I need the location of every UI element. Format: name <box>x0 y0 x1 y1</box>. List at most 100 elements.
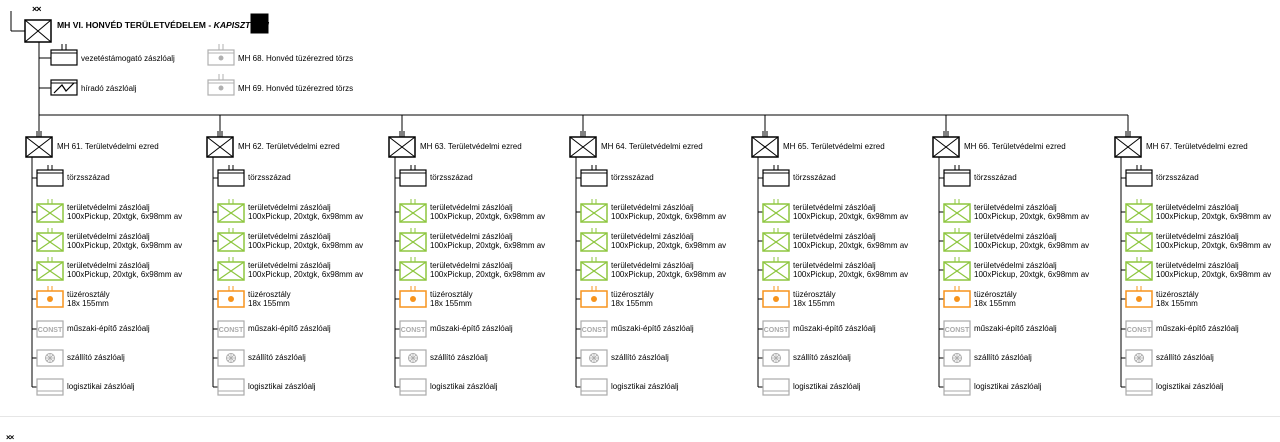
infantry-battalion-symbol-cross <box>399 261 427 281</box>
logistics-battalion-symbol <box>580 378 608 396</box>
subunit-label-line1: tüzérosztály <box>248 290 291 299</box>
staff-unit-label: MH 69. Honvéd tüzérezred törzs <box>238 84 354 93</box>
division-title: MH VI. HONVÉD TERÜLETVÉDELEM - KAPISZTRÁ… <box>57 20 269 30</box>
subunit-label-line1: területvédelmi zászlóalj <box>248 203 331 212</box>
subunit-label-line1: területvédelmi zászlóalj <box>430 203 513 212</box>
subunit-label: logisztikai zászlóalj <box>248 382 316 391</box>
logistics-battalion-symbol <box>943 378 971 396</box>
infantry-battalion-symbol-cross <box>1125 232 1153 252</box>
hq-company-symbol <box>217 169 245 187</box>
subunit-label-line2: 100xPickup, 20xtgk, 6x98mm av <box>430 241 546 250</box>
construction-battalion-symbol <box>1125 320 1153 338</box>
subunit-label: törzsszázad <box>248 173 291 182</box>
logistics-battalion-symbol <box>1125 378 1153 396</box>
subunit-label-line1: tüzérosztály <box>430 290 473 299</box>
subunit-label: műszaki-építő zászlóalj <box>611 324 694 333</box>
hq-support-symbol <box>50 49 78 66</box>
subunit-label: logisztikai zászlóalj <box>430 382 498 391</box>
subunit-label: szállító zászlóalj <box>793 353 851 362</box>
subunit-label-line1: területvédelmi zászlóalj <box>974 203 1057 212</box>
regiment-label: MH 65. Területvédelmi ezred <box>783 142 885 151</box>
subunit-label: műszaki-építő zászlóalj <box>974 324 1057 333</box>
hq-company-symbol <box>1125 169 1153 187</box>
infantry-battalion-symbol-cross <box>1125 261 1153 281</box>
infantry-battalion-symbol-cross <box>762 203 790 223</box>
infantry-battalion-symbol-cross <box>943 261 971 281</box>
logistics-battalion-symbol <box>36 378 64 396</box>
subunit-label: szállító zászlóalj <box>430 353 488 362</box>
subunit-label: szállító zászlóalj <box>1156 353 1214 362</box>
construction-symbol-text: CONST <box>401 327 426 334</box>
subunit-label-line1: területvédelmi zászlóalj <box>1156 232 1239 241</box>
logistics-battalion-symbol <box>399 378 427 396</box>
infantry-battalion-symbol-cross <box>217 261 245 281</box>
hq-company-symbol <box>762 169 790 187</box>
infantry-battalion-symbol-cross <box>1125 203 1153 223</box>
construction-symbol-text: CONST <box>1127 327 1152 334</box>
subunit-label-line1: területvédelmi zászlóalj <box>793 203 876 212</box>
subunit-label-line2: 18x 155mm <box>1156 299 1198 308</box>
subunit-label: szállító zászlóalj <box>974 353 1032 362</box>
subunit-label-line1: területvédelmi zászlóalj <box>611 261 694 270</box>
subunit-label: törzsszázad <box>974 173 1017 182</box>
subunit-label-line1: tüzérosztály <box>1156 290 1199 299</box>
subunit-label: szállító zászlóalj <box>611 353 669 362</box>
regiment-label: MH 61. Területvédelmi ezred <box>57 142 159 151</box>
signal-symbol-bolt <box>53 82 75 94</box>
subunit-label-line2: 100xPickup, 20xtgk, 6x98mm av <box>793 241 909 250</box>
subunit-label: műszaki-építő zászlóalj <box>430 324 513 333</box>
subunit-label-line2: 18x 155mm <box>248 299 290 308</box>
subunit-label: műszaki-építő zászlóalj <box>1156 324 1239 333</box>
subunit-label-line1: területvédelmi zászlóalj <box>611 203 694 212</box>
infantry-battalion-symbol-cross <box>580 232 608 252</box>
subunit-label-line1: területvédelmi zászlóalj <box>1156 203 1239 212</box>
hq-company-symbol <box>943 169 971 187</box>
subunit-label-line2: 100xPickup, 20xtgk, 6x98mm av <box>430 212 546 221</box>
construction-symbol-text: CONST <box>764 327 789 334</box>
regiment-label: MH 66. Területvédelmi ezred <box>964 142 1066 151</box>
subunit-label-line1: tüzérosztály <box>974 290 1017 299</box>
subunit-label: törzsszázad <box>1156 173 1199 182</box>
subunit-label-line2: 100xPickup, 20xtgk, 6x98mm av <box>1156 212 1272 221</box>
construction-battalion-symbol <box>36 320 64 338</box>
transport-symbol-spoke <box>409 354 417 362</box>
subunit-label-line2: 100xPickup, 20xtgk, 6x98mm av <box>974 270 1090 279</box>
subunit-label-line2: 18x 155mm <box>611 299 653 308</box>
subunit-label-line1: területvédelmi zászlóalj <box>430 232 513 241</box>
regiment-symbol-cross <box>569 136 597 158</box>
artillery-battalion-symbol-dot <box>410 296 416 302</box>
subunit-label-line1: területvédelmi zászlóalj <box>793 232 876 241</box>
subunit-label-line2: 100xPickup, 20xtgk, 6x98mm av <box>1156 270 1272 279</box>
artillery-hq-gray-symbol-dot <box>218 85 224 91</box>
subunit-label-line2: 100xPickup, 20xtgk, 6x98mm av <box>611 270 727 279</box>
subunit-label: szállító zászlóalj <box>248 353 306 362</box>
subunit-label: logisztikai zászlóalj <box>1156 382 1224 391</box>
subunit-label: törzsszázad <box>67 173 110 182</box>
infantry-battalion-symbol-cross <box>399 232 427 252</box>
staff-unit-label: híradó zászlóalj <box>81 84 137 93</box>
subunit-label-line2: 100xPickup, 20xtgk, 6x98mm av <box>248 241 364 250</box>
division-echelon-mark: ×× <box>32 4 41 14</box>
subunit-label-line1: tüzérosztály <box>793 290 836 299</box>
construction-symbol-text: CONST <box>945 327 970 334</box>
subunit-label-line1: területvédelmi zászlóalj <box>430 261 513 270</box>
infantry-battalion-symbol-cross <box>580 261 608 281</box>
subunit-label-line2: 18x 155mm <box>67 299 109 308</box>
regiment-symbol-cross <box>1114 136 1142 158</box>
subunit-label-line2: 100xPickup, 20xtgk, 6x98mm av <box>248 212 364 221</box>
infantry-battalion-symbol-cross <box>36 261 64 281</box>
subunit-label-line2: 100xPickup, 20xtgk, 6x98mm av <box>974 241 1090 250</box>
transport-symbol-spoke <box>46 354 54 362</box>
subunit-label: logisztikai zászlóalj <box>974 382 1042 391</box>
construction-battalion-symbol <box>399 320 427 338</box>
subunit-label: törzsszázad <box>611 173 654 182</box>
subunit-label: műszaki-építő zászlóalj <box>793 324 876 333</box>
subunit-label: logisztikai zászlóalj <box>67 382 135 391</box>
construction-battalion-symbol <box>762 320 790 338</box>
regiment-symbol-cross <box>388 136 416 158</box>
transport-symbol-spoke <box>953 354 961 362</box>
hq-company-symbol <box>399 169 427 187</box>
infantry-battalion-symbol-cross <box>943 232 971 252</box>
construction-battalion-symbol <box>580 320 608 338</box>
